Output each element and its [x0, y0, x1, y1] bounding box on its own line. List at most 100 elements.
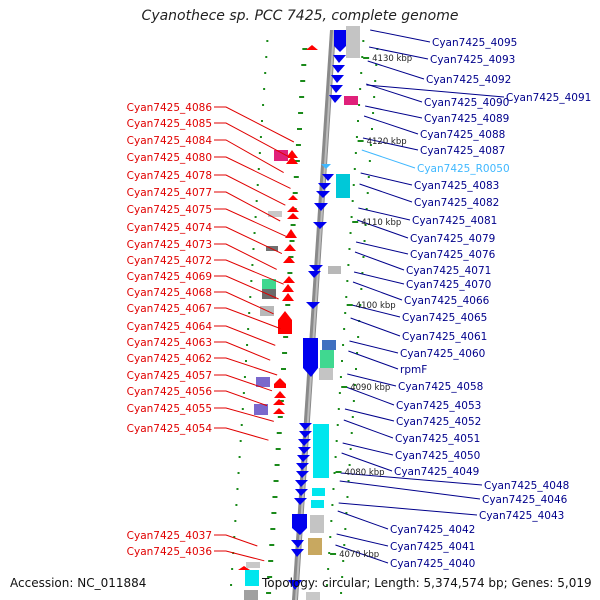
frame-dot: [374, 80, 377, 82]
gene-arrow: [332, 65, 345, 73]
gene-arrow: [282, 293, 294, 301]
gene-arrow: [318, 183, 331, 190]
leader-line: [214, 325, 276, 346]
frame-dot: [290, 224, 296, 226]
gene-label-right: Cyan7425_4040: [390, 558, 475, 570]
frame-dot: [359, 88, 362, 90]
gene-label-right: Cyan7425_4083: [414, 180, 499, 192]
frame-dot: [341, 576, 344, 578]
gene-block: [246, 562, 260, 568]
leader-line: [366, 83, 423, 103]
gene-label-right: Cyan7425_4050: [395, 450, 480, 462]
frame-dot: [355, 136, 358, 138]
leader-line: [337, 510, 389, 530]
frame-dot: [346, 280, 349, 282]
gene-arrow: [274, 378, 286, 388]
frame-dot: [363, 240, 366, 242]
frame-dot: [345, 512, 348, 514]
frame-dot: [300, 80, 306, 82]
frame-dot: [345, 296, 348, 298]
frame-dot: [356, 352, 359, 354]
leader-line: [365, 105, 423, 119]
gene-arrow: [287, 206, 299, 212]
diagram-title: Cyanothece sp. PCC 7425, complete genome: [141, 8, 459, 24]
gene-block: [256, 377, 270, 387]
gene-block: [320, 350, 334, 368]
frame-dot: [252, 248, 255, 250]
gene-label-left: Cyan7425_4084: [127, 135, 213, 147]
frame-dot: [375, 64, 378, 66]
gene-arrow: [306, 45, 318, 50]
gene-arrow: [313, 222, 327, 229]
frame-dot: [264, 72, 267, 74]
leader-line: [214, 390, 268, 407]
gene-block: [346, 26, 360, 58]
frame-dot: [238, 456, 241, 458]
gene-label-left: Cyan7425_4057: [127, 370, 212, 382]
leader-line: [214, 275, 279, 300]
gene-arrow: [296, 463, 309, 470]
leader-line: [349, 340, 399, 354]
frame-dot: [283, 336, 289, 338]
frame-dot: [295, 144, 301, 146]
gene-arrow: [286, 156, 298, 164]
frame-dot: [335, 440, 338, 442]
gene-block: [322, 340, 336, 350]
leader-line: [214, 139, 284, 174]
leader-line: [214, 259, 284, 285]
frame-dot: [234, 520, 237, 522]
gene-label-right: Cyan7425_4091: [506, 92, 591, 104]
frame-dot: [261, 120, 263, 122]
frame-dot: [362, 40, 365, 42]
gene-label-right: Cyan7425_4087: [420, 145, 505, 157]
gene-label-left: Cyan7425_4080: [127, 152, 212, 164]
frame-dot: [331, 504, 334, 506]
gene-label-right: Cyan7425_4053: [396, 400, 481, 412]
frame-dot: [293, 176, 299, 178]
frame-dot: [352, 400, 355, 402]
gene-block: [262, 289, 276, 299]
gene-label-right: Cyan7425_4042: [390, 524, 475, 536]
gene-arrow: [331, 75, 344, 83]
frame-dot: [353, 384, 356, 386]
leader-line: [358, 207, 411, 221]
gene-arrow: [278, 311, 292, 334]
gene-arrow: [287, 213, 299, 219]
gene-block: [310, 515, 324, 533]
gene-arrow: [284, 244, 296, 251]
frame-dot: [277, 416, 283, 418]
frame-dot: [367, 176, 370, 178]
frame-dot: [357, 120, 359, 122]
frame-dot: [251, 264, 254, 266]
frame-dot: [353, 168, 356, 170]
topology-text: Topology: circular; Length: 5,374,574 bp…: [262, 576, 592, 590]
frame-dot: [268, 560, 274, 562]
gene-block: [262, 279, 276, 289]
gene-block: [312, 488, 325, 496]
gene-label-left: Cyan7425_4077: [127, 187, 212, 199]
leader-line: [351, 304, 401, 318]
frame-dot: [267, 576, 273, 578]
gene-label-left: Cyan7425_4073: [127, 239, 212, 251]
leader-line: [336, 533, 389, 547]
gene-block: [319, 368, 333, 380]
leader-line: [341, 452, 393, 472]
frame-dot: [256, 184, 259, 186]
frame-dot: [257, 168, 260, 170]
kbp-label: 4100 kbp: [356, 301, 396, 311]
frame-dot: [270, 528, 276, 530]
gene-arrow: [291, 540, 304, 548]
gene-label-right: Cyan7425_4079: [410, 233, 495, 245]
frame-dot: [334, 456, 337, 458]
frame-dot: [373, 96, 376, 98]
gene-arrow: [295, 489, 308, 496]
frame-dot: [250, 280, 253, 282]
leader-line: [339, 480, 481, 500]
frame-dot: [338, 392, 341, 394]
leader-line: [366, 84, 505, 98]
gene-arrow: [330, 85, 343, 93]
frame-dot: [266, 40, 269, 42]
frame-dot: [266, 592, 272, 594]
frame-dot: [344, 312, 347, 314]
frame-dot: [333, 472, 336, 474]
